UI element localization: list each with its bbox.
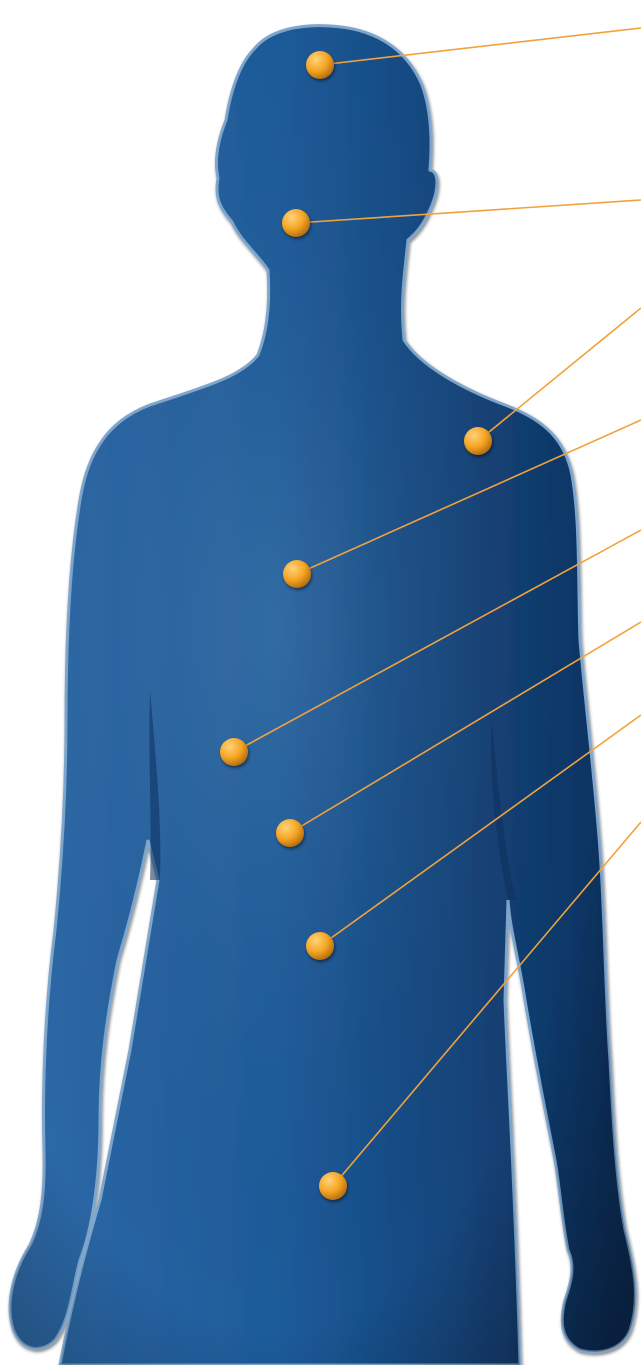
marker-dot-neck[interactable] (282, 209, 310, 237)
marker-dot-shoulder[interactable] (464, 427, 492, 455)
marker-dot-head[interactable] (306, 51, 334, 79)
marker-dot-lower-abdomen[interactable] (306, 932, 334, 960)
marker-dot-chest[interactable] (283, 560, 311, 588)
callout-line-shoulder (478, 308, 641, 441)
body-shading (10, 26, 635, 1365)
marker-dot-pelvis[interactable] (319, 1172, 347, 1200)
human-silhouette (10, 26, 635, 1365)
marker-dot-mid-abdomen[interactable] (276, 819, 304, 847)
marker-dot-upper-abdomen[interactable] (220, 738, 248, 766)
